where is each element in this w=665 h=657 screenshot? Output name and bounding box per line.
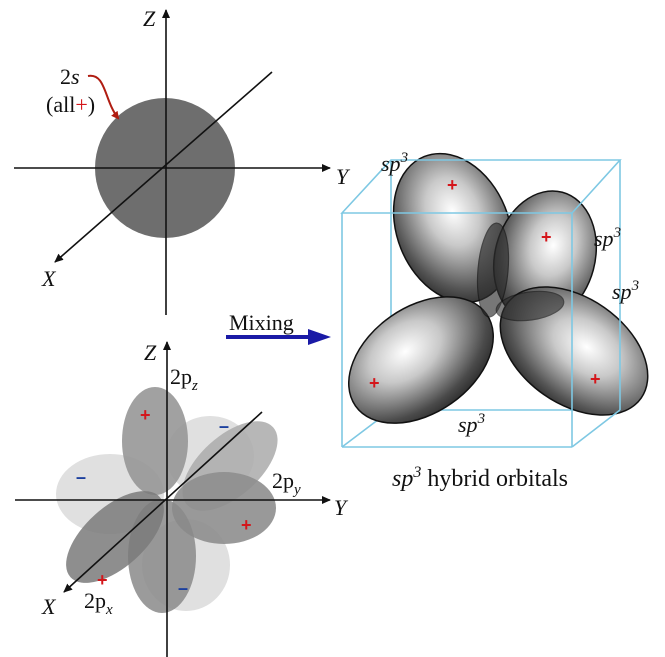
plus-sign-lobe-lower-right: + <box>590 369 601 389</box>
mixing-arrow-head <box>308 329 331 345</box>
minus-sign-bottom: – <box>178 578 188 598</box>
curved-pointer-arrow <box>87 74 120 120</box>
mixing-label: Mixing <box>229 310 294 335</box>
x-axis <box>54 71 273 263</box>
py-lobe-positive <box>172 472 276 544</box>
pz-label: 2pz <box>170 364 198 394</box>
hybrid-caption: sp3 hybrid orbitals <box>392 464 568 492</box>
minus-sign-upper-right: – <box>219 416 229 436</box>
lobe-overlap-top <box>476 222 510 318</box>
px-lobe-positive <box>66 491 164 583</box>
lobe-overlap-right <box>495 290 565 322</box>
plus-sign-lobe-upper-right: + <box>541 227 552 247</box>
p-orbitals-panel: Z Y X 2pz 2py 2px + + + – – – <box>15 340 349 657</box>
mixing-arrow-group: Mixing <box>226 310 331 345</box>
pz-lobe-positive <box>122 387 188 495</box>
sp3-label-upper-right: sp3 <box>594 225 621 251</box>
x-axis-label-bottom: X <box>41 594 57 619</box>
plus-sign-pz: + <box>140 405 151 425</box>
z-axis-label-bottom: Z <box>144 340 157 365</box>
s-orbital-label: 2s <box>60 64 80 89</box>
cube-front-edges <box>340 159 622 448</box>
px-label: 2px <box>84 588 113 618</box>
y-axis-label-bottom: Y <box>334 495 349 520</box>
z-axis-label: Z <box>143 6 156 31</box>
x-axis-bottom <box>63 411 263 593</box>
plus-sign-lobe-lower-left: + <box>369 373 380 393</box>
py-label: 2py <box>272 468 301 498</box>
plus-sign-lobe-upper-left: + <box>447 175 458 195</box>
s-orbital-panel: Z Y X 2s (all+) <box>14 6 351 315</box>
sp3-label-upper-left: sp3 <box>381 150 408 176</box>
sp3-label-right: sp3 <box>612 278 639 304</box>
x-axis-label: X <box>41 266 57 291</box>
plus-sign-px: + <box>97 570 108 590</box>
y-axis-label: Y <box>336 164 351 189</box>
sp3-hybrid-panel: + + + + sp3 sp3 sp3 sp3 sp3 hybrid orbit… <box>340 150 649 492</box>
all-plus-note: (all+) <box>46 92 95 117</box>
sp3-label-bottom: sp3 <box>458 411 485 437</box>
plus-sign-py: + <box>241 515 252 535</box>
minus-sign-left: – <box>76 467 86 487</box>
